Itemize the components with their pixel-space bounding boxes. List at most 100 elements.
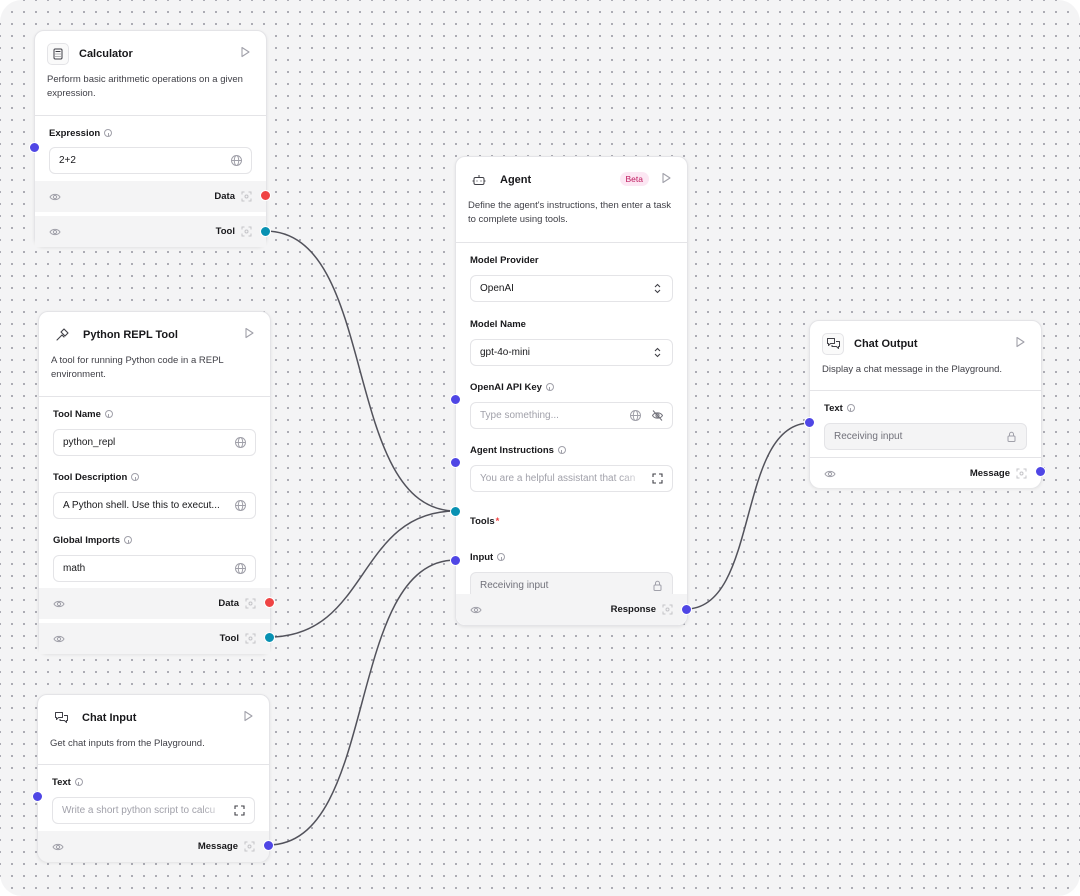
globe-icon[interactable] (230, 154, 243, 167)
instructions-input-handle[interactable] (450, 457, 461, 468)
api-key-input-handle[interactable] (450, 394, 461, 405)
scan-eye-icon[interactable] (1016, 468, 1027, 479)
chat-text-input[interactable]: Write a short python script to calcu (52, 797, 255, 824)
lock-icon (653, 580, 662, 591)
python-data-output-handle[interactable] (264, 597, 275, 608)
info-icon[interactable] (497, 553, 506, 561)
output-label: Data (218, 598, 239, 609)
calculator-tool-output-handle[interactable] (260, 226, 271, 237)
info-icon[interactable] (74, 778, 83, 786)
beta-badge: Beta (619, 172, 649, 186)
scan-eye-icon[interactable] (245, 633, 256, 644)
output-message-row[interactable]: Message (38, 831, 269, 862)
global-imports-input[interactable]: math (53, 555, 256, 582)
expression-input-handle[interactable] (29, 142, 40, 153)
info-icon[interactable] (545, 383, 554, 391)
edge-python-tool-to-agent-tools[interactable] (268, 510, 457, 638)
play-icon[interactable] (659, 171, 673, 185)
output-label: Message (197, 841, 238, 852)
node-title: Chat Input (82, 712, 137, 724)
eye-off-icon[interactable] (651, 409, 664, 422)
globe-icon[interactable] (234, 436, 247, 449)
calculator-icon (47, 43, 69, 65)
eye-icon[interactable] (49, 226, 61, 238)
output-response-row[interactable]: Response (456, 594, 687, 625)
expression-field: Expression 2+2 (35, 126, 266, 174)
globe-icon[interactable] (629, 409, 642, 422)
agent-response-output-handle[interactable] (681, 604, 692, 615)
api-key-input[interactable]: Type something... (470, 402, 673, 429)
input-field: Input Receiving input (456, 550, 687, 599)
eye-icon[interactable] (52, 841, 64, 853)
scan-eye-icon[interactable] (241, 226, 252, 237)
tools-input-handle[interactable] (450, 506, 461, 517)
select-value: OpenAI (480, 283, 514, 294)
expand-icon[interactable] (233, 804, 246, 817)
agent-input-handle[interactable] (450, 555, 461, 566)
calculator-node[interactable]: Calculator Perform basic arithmetic oper… (34, 30, 267, 247)
play-icon[interactable] (238, 45, 252, 59)
field-label: Input (470, 551, 494, 563)
output-tool-row[interactable]: Tool (39, 623, 270, 654)
edge-agent-response-to-chat-output[interactable] (685, 422, 811, 610)
tool-description-field: Tool Description A Python shell. Use thi… (39, 470, 270, 519)
globe-icon[interactable] (234, 562, 247, 575)
output-tool-row[interactable]: Tool (35, 216, 266, 247)
eye-icon[interactable] (53, 633, 65, 645)
tool-description-input[interactable]: A Python shell. Use this to execut... (53, 492, 256, 519)
python-repl-node[interactable]: Python REPL Tool A tool for running Pyth… (38, 311, 271, 654)
info-icon[interactable] (131, 473, 140, 481)
input-placeholder: Write a short python script to calcu (62, 805, 216, 816)
edge-chat-input-to-agent-input[interactable] (267, 559, 457, 846)
scan-eye-icon[interactable] (245, 598, 256, 609)
node-description: Define the agent's instructions, then en… (468, 200, 672, 225)
input-value: 2+2 (59, 155, 76, 166)
edge-calculator-tool-to-agent-tools[interactable] (264, 230, 457, 512)
tool-name-input[interactable]: python_repl (53, 429, 256, 456)
info-icon[interactable] (557, 446, 566, 454)
eye-icon[interactable] (53, 598, 65, 610)
api-key-field: OpenAI API Key Type something... (456, 380, 687, 429)
python-tool-output-handle[interactable] (264, 632, 275, 643)
output-data-row[interactable]: Data (35, 181, 266, 212)
scan-eye-icon[interactable] (244, 841, 255, 852)
agent-node[interactable]: Agent Beta Define the agent's instructio… (455, 156, 688, 626)
output-message-row[interactable]: Message (810, 457, 1041, 488)
agent-instructions-input[interactable]: You are a helpful assistant that can (470, 465, 673, 492)
chat-output-text-handle[interactable] (804, 417, 815, 428)
expand-icon[interactable] (651, 472, 664, 485)
model-provider-select[interactable]: OpenAI (470, 275, 673, 302)
output-data-row[interactable]: Data (39, 588, 270, 619)
node-header: Chat Input Get chat inputs from the Play… (38, 695, 269, 765)
chat-input-node[interactable]: Chat Input Get chat inputs from the Play… (37, 694, 270, 862)
chevrons-up-down-icon (654, 283, 661, 294)
scan-eye-icon[interactable] (662, 604, 673, 615)
node-description: A tool for running Python code in a REPL… (51, 355, 224, 380)
model-name-select[interactable]: gpt-4o-mini (470, 339, 673, 366)
model-name-field: Model Name gpt-4o-mini (456, 317, 687, 366)
field-label: Expression (49, 127, 101, 139)
chat-output-message-output-handle[interactable] (1035, 466, 1046, 477)
info-icon[interactable] (104, 410, 113, 418)
info-icon[interactable] (104, 129, 113, 137)
chat-input-text-handle[interactable] (32, 791, 43, 802)
field-label: OpenAI API Key (470, 381, 542, 393)
chat-input-message-output-handle[interactable] (263, 840, 274, 851)
info-icon[interactable] (846, 404, 855, 412)
play-icon[interactable] (242, 326, 256, 340)
chat-output-node[interactable]: Chat Output Display a chat message in th… (809, 320, 1042, 488)
expression-input[interactable]: 2+2 (49, 147, 252, 174)
output-label: Response (610, 604, 656, 615)
eye-icon[interactable] (49, 191, 61, 203)
calculator-data-output-handle[interactable] (260, 190, 271, 201)
info-icon[interactable] (124, 536, 133, 544)
play-icon[interactable] (241, 709, 255, 723)
eye-icon[interactable] (824, 468, 836, 480)
scan-eye-icon[interactable] (241, 191, 252, 202)
chat-icon (50, 707, 72, 729)
node-title: Chat Output (854, 338, 918, 350)
globe-icon[interactable] (234, 499, 247, 512)
eye-icon[interactable] (470, 604, 482, 616)
play-icon[interactable] (1013, 335, 1027, 349)
